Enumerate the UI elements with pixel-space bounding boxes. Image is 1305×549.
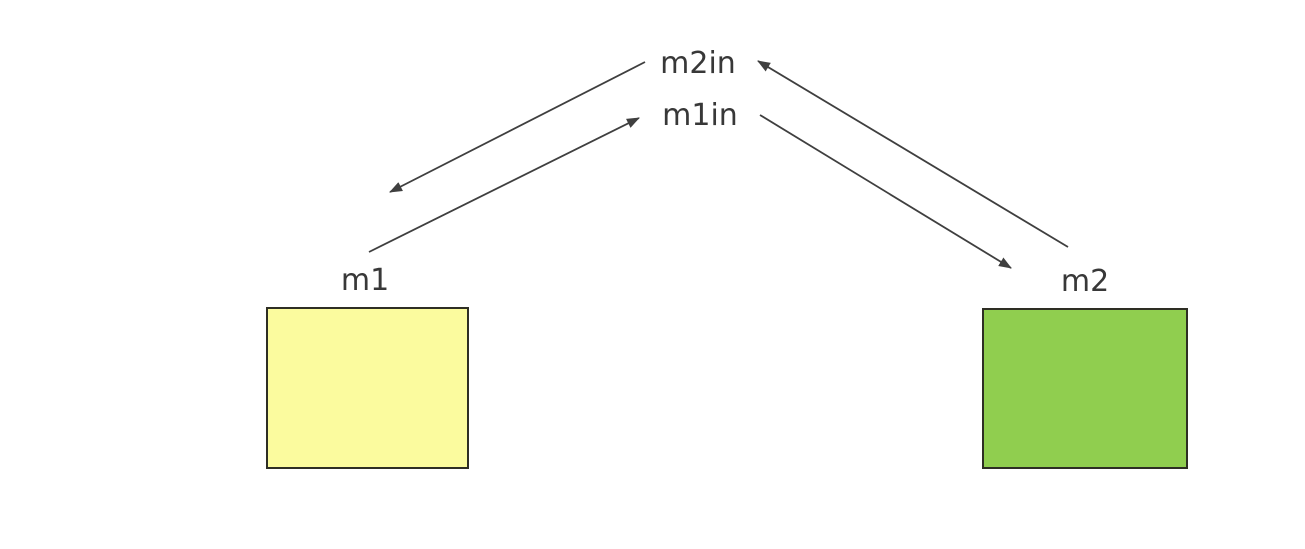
node-m1-label: m1 bbox=[341, 263, 389, 298]
label-m2in: m2in bbox=[660, 46, 736, 81]
edge-m2in-to-m1 bbox=[389, 61, 646, 193]
node-m2-label: m2 bbox=[1061, 264, 1109, 299]
node-m1 bbox=[266, 307, 469, 469]
edge-m2-to-m2in bbox=[757, 60, 1069, 248]
node-m2 bbox=[982, 308, 1188, 469]
label-m1in: m1in bbox=[662, 98, 738, 133]
edge-m1-to-m1in bbox=[368, 117, 640, 253]
edge-m1in-to-m2 bbox=[759, 114, 1012, 269]
